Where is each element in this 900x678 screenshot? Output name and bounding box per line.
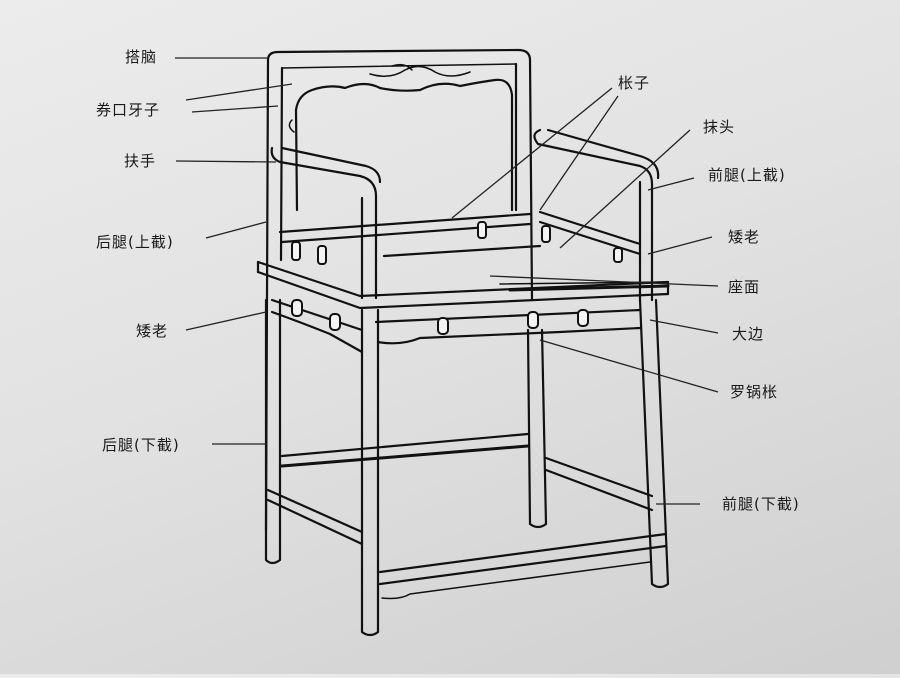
back-frame bbox=[264, 48, 534, 532]
label-quankou-yazi: 券口牙子 bbox=[96, 101, 161, 119]
label-fushou: 扶手 bbox=[124, 152, 157, 170]
leader-lines bbox=[175, 57, 719, 505]
label-houtui-shangjie: 后腿(上截) bbox=[96, 233, 174, 251]
label-dabian: 大边 bbox=[732, 325, 765, 343]
label-luoguozhang: 罗锅枨 bbox=[730, 383, 779, 401]
label-dana: 搭脑 bbox=[125, 48, 158, 66]
label-houtui-xiajie: 后腿(下截) bbox=[102, 436, 180, 454]
label-qiantui-shangjie: 前腿(上截) bbox=[708, 166, 786, 184]
stretchers bbox=[266, 432, 668, 600]
label-ailao-right: 矮老 bbox=[728, 228, 761, 246]
upper-rails bbox=[278, 210, 642, 265]
aprons bbox=[270, 298, 642, 354]
label-zhangzi: 枨子 bbox=[618, 74, 651, 92]
label-motou: 抹头 bbox=[703, 118, 736, 136]
label-qiantui-xiajie: 前腿(下截) bbox=[722, 495, 800, 513]
label-ailao-left: 矮老 bbox=[136, 322, 169, 340]
label-zuomian: 座面 bbox=[728, 278, 761, 296]
armrests bbox=[270, 128, 660, 302]
legs bbox=[264, 298, 670, 637]
